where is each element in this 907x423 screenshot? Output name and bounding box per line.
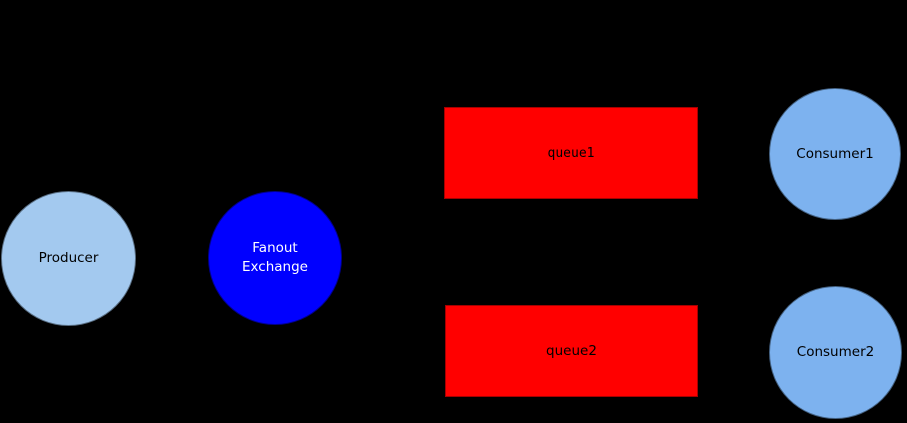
node-consumer2-label: Consumer2	[796, 344, 875, 360]
node-consumer2: Consumer2	[769, 286, 902, 419]
node-producer: Producer	[1, 191, 136, 326]
node-fanout-exchange: Fanout Exchange	[208, 191, 342, 325]
node-producer-label: Producer	[38, 250, 99, 266]
node-queue2: queue2	[445, 305, 698, 397]
node-fanout-exchange-label: Fanout Exchange	[242, 240, 308, 275]
node-consumer1: Consumer1	[769, 88, 901, 220]
node-consumer1-label: Consumer1	[796, 145, 874, 162]
node-queue1: queue1	[444, 107, 698, 199]
node-queue1-label: queue1	[547, 145, 595, 161]
node-queue2-label: queue2	[546, 342, 597, 359]
